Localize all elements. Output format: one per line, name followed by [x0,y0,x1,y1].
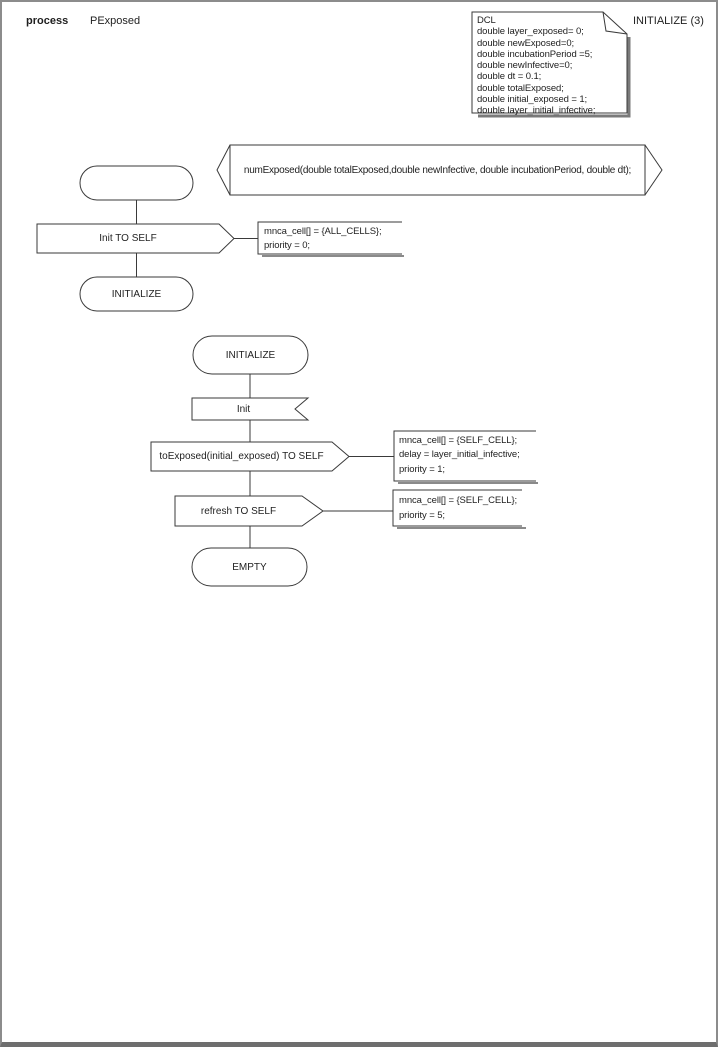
comment-init-symbol[interactable] [257,221,402,255]
procedure-signature-symbol[interactable] [229,144,646,196]
output-refresh-symbol[interactable] [174,495,324,527]
comment-init-text: mnca_cell[] = {ALL_CELLS}; priority = 0; [264,226,382,251]
procedure-signature-left-point [216,144,231,196]
page-label: INITIALIZE (3) [633,15,704,27]
state-initialize2-label: INITIALIZE [225,349,276,361]
start-symbol[interactable] [79,165,194,201]
output-refresh-label: refresh TO SELF [200,505,277,517]
state-initialize-symbol[interactable] [79,276,194,312]
dcl-note-symbol[interactable] [471,11,628,114]
output-init-symbol[interactable] [36,223,235,254]
procedure-signature-text: numExposed(double totalExposed,double ne… [243,164,632,176]
procedure-signature-right-point [644,144,663,196]
comment-toexposed-text: mnca_cell[] = {SELF_CELL}; delay = layer… [399,435,520,475]
dcl-note-fold-icon [602,11,628,35]
output-init-label: Init TO SELF [99,233,157,244]
state-empty-symbol[interactable] [191,547,308,587]
dcl-note-text: DCL double layer_exposed= 0; double newE… [477,15,596,117]
state-initialize-label: INITIALIZE [111,288,162,300]
comment-toexposed-symbol[interactable] [393,430,536,482]
input-init-label: Init [236,403,251,415]
output-toexposed-symbol[interactable] [150,441,350,472]
output-toexposed-label: toExposed(initial_exposed) TO SELF [159,451,324,462]
state-empty-label: EMPTY [232,561,267,573]
comment-refresh-text: mnca_cell[] = {SELF_CELL}; priority = 5; [399,495,518,521]
process-name: PExposed [90,15,141,27]
comment-refresh-symbol[interactable] [392,489,522,527]
dcl-note-shadow [478,37,631,118]
input-init-symbol[interactable] [191,397,310,421]
process-kind-label: process [26,15,69,27]
